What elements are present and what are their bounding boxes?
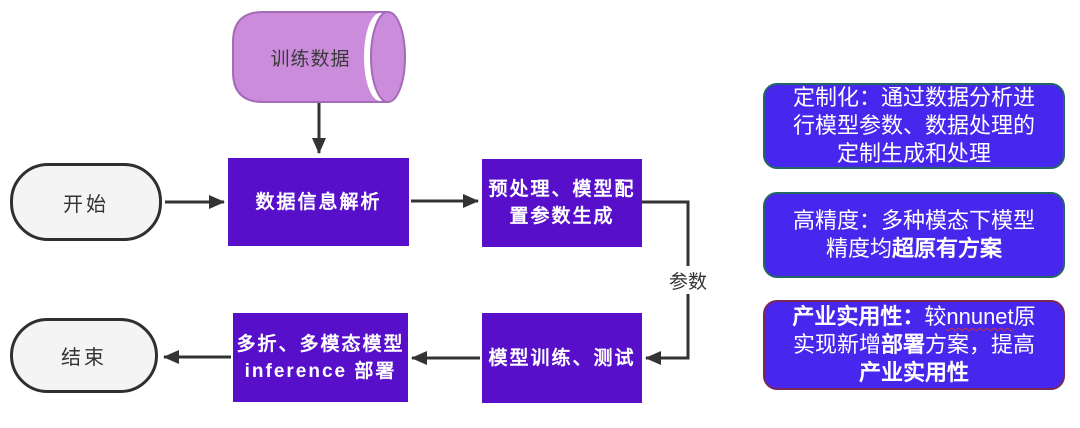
edge-label-params: 参数 (662, 266, 714, 294)
panel-line: 定制生成和处理 (837, 140, 991, 168)
box-preprocess-line2: 置参数生成 (509, 206, 615, 227)
panel-line: 定制化：通过数据分析进 (793, 84, 1035, 112)
panel-line: 实现新增部署方案，提高 (793, 331, 1035, 359)
box-data-parsing: 数据信息解析 (228, 158, 409, 246)
panel-text: 定制生成和处理 (836, 141, 991, 166)
box-inference-deploy: 多折、多模态模型 inference 部署 (233, 313, 408, 402)
panel-line: 精度均超原有方案 (826, 235, 1002, 263)
panel-text: 精度均 (825, 236, 892, 261)
panel-text: 高精度：多种模态下模型 (792, 208, 1035, 233)
panel-line: 高精度：多种模态下模型 (793, 207, 1035, 235)
panel-text-bold: 超原有方案 (892, 236, 1003, 261)
panel-customization: 定制化：通过数据分析进 行模型参数、数据处理的 定制生成和处理 (763, 83, 1065, 169)
database-cylinder-icon (232, 11, 406, 103)
end-node: 结束 (10, 318, 158, 393)
panel-text: 定制化：通过数据分析进 (792, 85, 1035, 110)
cylinder-training-data-label: 训练数据 (270, 48, 351, 70)
panel-text: 行模型参数、数据处理的 (792, 113, 1035, 138)
panel-high-accuracy: 高精度：多种模态下模型 精度均超原有方案 (763, 192, 1065, 278)
panel-text-bold: 产业实用性： (792, 304, 925, 329)
cylinder-body (233, 12, 388, 102)
panel-text: 方案，提高 (925, 332, 1036, 357)
panel-text: 原 (1013, 304, 1036, 329)
start-node: 开始 (10, 163, 162, 241)
panel-industrial-practicality: 产业实用性：较nnunet原 实现新增部署方案，提高 产业实用性 (763, 300, 1065, 390)
panel-text-bold: 产业实用性 (858, 360, 969, 385)
box-data-parsing-label: 数据信息解析 (255, 191, 382, 213)
box-deploy-line2: inference 部署 (244, 360, 397, 382)
panel-text: 较 (924, 304, 947, 329)
panel-line: 行模型参数、数据处理的 (793, 112, 1035, 140)
box-train-test-label: 模型训练、测试 (488, 347, 636, 369)
box-preprocess-config: 预处理、模型配 置参数生成 (482, 159, 642, 247)
cylinder-cap (370, 11, 406, 103)
panel-text: 实现新增 (792, 332, 881, 357)
panel-text-bold: 部署 (880, 332, 925, 357)
cylinder-outline (232, 11, 388, 103)
panel-line: 产业实用性 (859, 359, 969, 387)
box-deploy-line1: 多折、多模态模型 (236, 333, 405, 355)
panel-text-misspelled: nnunet (946, 304, 1014, 329)
box-train-test: 模型训练、测试 (482, 313, 642, 403)
panel-line: 产业实用性：较nnunet原 (792, 303, 1035, 331)
box-preprocess-line1: 预处理、模型配 (488, 179, 636, 200)
